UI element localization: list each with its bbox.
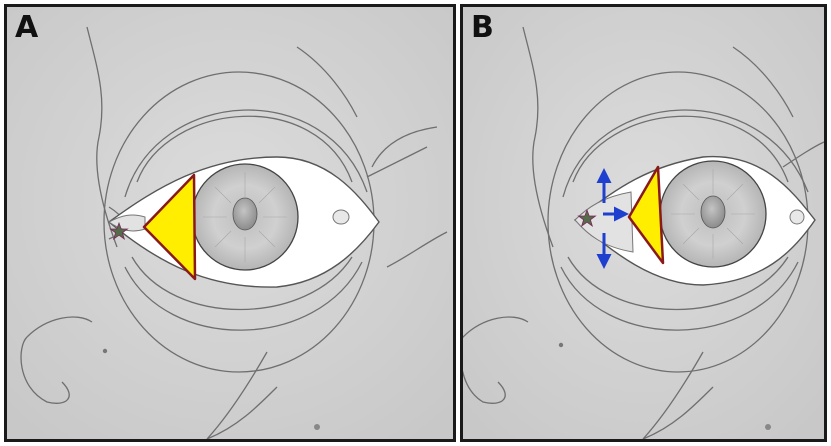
panel-a: A	[4, 4, 456, 442]
panel-b: B	[460, 4, 827, 442]
panel-label-b: B	[471, 13, 493, 43]
pupil	[701, 196, 725, 228]
panel-label-a: A	[15, 13, 37, 43]
panel-a-drawing	[7, 7, 453, 439]
lateral-canthus	[333, 210, 349, 224]
pupil	[233, 198, 257, 230]
dot-mark	[103, 349, 107, 353]
dot-mark	[559, 343, 563, 347]
dot-mark	[765, 424, 771, 430]
lateral-canthus	[790, 210, 804, 224]
panel-b-drawing	[463, 7, 824, 439]
dot-mark	[314, 424, 320, 430]
